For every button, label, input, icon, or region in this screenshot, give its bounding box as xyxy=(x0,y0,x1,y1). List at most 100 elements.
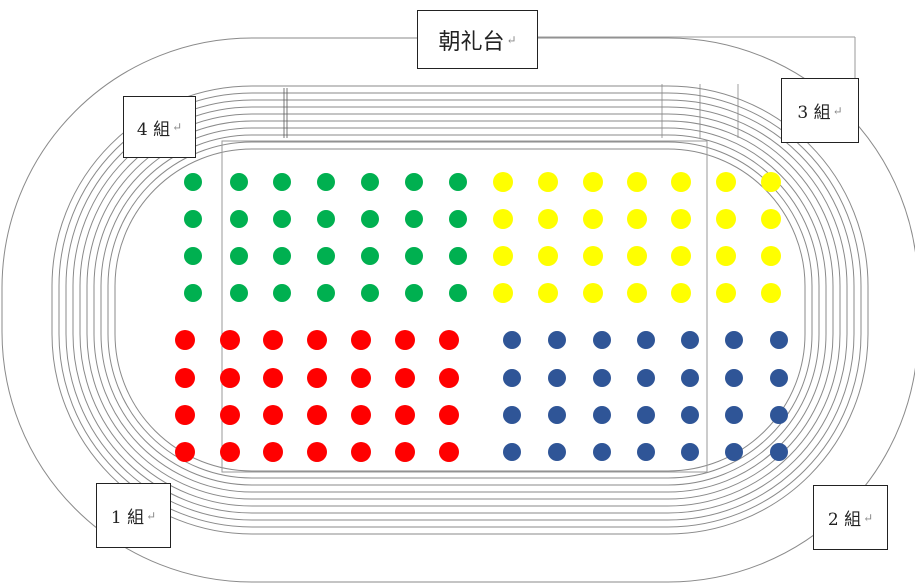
group2-student-dot xyxy=(637,331,655,349)
group4-student-dot xyxy=(405,173,423,191)
group4-student-dot xyxy=(184,247,202,265)
group4-student-dot xyxy=(184,173,202,191)
group1-student-dot xyxy=(395,330,415,350)
group4-student-dot xyxy=(405,210,423,228)
group4-student-dot xyxy=(361,247,379,265)
group4-student-dot xyxy=(449,210,467,228)
group4-student-dot xyxy=(317,247,335,265)
group4-student-dot xyxy=(405,247,423,265)
track-lane-line xyxy=(58,92,862,528)
group2-student-dot xyxy=(637,443,655,461)
group4-student-dot xyxy=(230,284,248,302)
group4-student-dot xyxy=(361,173,379,191)
return-mark-icon: ↵ xyxy=(506,32,517,47)
track-lane-line xyxy=(114,148,806,472)
group2-student-dot xyxy=(725,406,743,424)
group1-student-dot xyxy=(263,368,283,388)
track-lane-line xyxy=(65,99,855,521)
group2-student-dot xyxy=(593,443,611,461)
group3-student-dot xyxy=(493,246,513,266)
group1-student-dot xyxy=(263,442,283,462)
group2-student-dot xyxy=(548,331,566,349)
group4-student-dot xyxy=(273,210,291,228)
group1-student-dot xyxy=(307,330,327,350)
group3-student-dot xyxy=(716,209,736,229)
group2-student-dot xyxy=(548,443,566,461)
group2-student-dot xyxy=(503,406,521,424)
group3-label-box: 3 組↵ xyxy=(781,78,859,143)
group2-student-dot xyxy=(681,406,699,424)
group2-student-dot xyxy=(681,443,699,461)
group3-student-dot xyxy=(761,172,781,192)
group2-student-dot xyxy=(725,443,743,461)
group1-student-dot xyxy=(439,442,459,462)
group1-student-dot xyxy=(439,330,459,350)
group4-student-dot xyxy=(449,173,467,191)
group1-student-dot xyxy=(220,330,240,350)
group3-student-dot xyxy=(493,172,513,192)
group3-student-dot xyxy=(716,172,736,192)
track-lane-line xyxy=(51,85,869,535)
return-mark-icon: ↵ xyxy=(172,120,183,134)
group1-student-dot xyxy=(175,330,195,350)
group1-student-dot xyxy=(395,442,415,462)
students-formation xyxy=(175,172,788,462)
group3-student-dot xyxy=(627,283,647,303)
group1-student-dot xyxy=(175,442,195,462)
group1-student-dot xyxy=(351,330,371,350)
track-outer-boundary xyxy=(1,37,915,583)
group1-student-dot xyxy=(307,368,327,388)
group2-student-dot xyxy=(637,369,655,387)
group3-student-dot xyxy=(627,246,647,266)
track-lane-line xyxy=(79,113,841,507)
group4-student-dot xyxy=(273,247,291,265)
start-line-left xyxy=(283,88,288,138)
group2-student-dot xyxy=(681,369,699,387)
group2-student-dot xyxy=(593,406,611,424)
group3-student-dot xyxy=(583,209,603,229)
stage-label: 朝礼台 xyxy=(438,29,505,55)
group3-student-dot xyxy=(583,283,603,303)
group4-student-dot xyxy=(230,247,248,265)
group2-student-dot xyxy=(770,369,788,387)
group2-label-box: 2 組↵ xyxy=(813,485,888,550)
group3-student-dot xyxy=(671,209,691,229)
group2-student-dot xyxy=(548,369,566,387)
group4-label: 4 組 xyxy=(136,119,171,140)
group3-student-dot xyxy=(538,283,558,303)
group1-student-dot xyxy=(220,405,240,425)
group3-student-dot xyxy=(761,209,781,229)
group3-student-dot xyxy=(583,246,603,266)
group3-student-dot xyxy=(671,283,691,303)
return-mark-icon: ↵ xyxy=(146,508,157,523)
infield-rectangle xyxy=(221,140,708,473)
track-lane-line xyxy=(72,106,848,514)
track-lane-line xyxy=(86,120,834,500)
group4-student-dot xyxy=(449,247,467,265)
group4-student-dot xyxy=(361,284,379,302)
return-mark-icon: ↵ xyxy=(863,510,874,525)
group1-student-dot xyxy=(395,368,415,388)
group1-label: 1 組 xyxy=(110,508,145,528)
stage-label-box: 朝礼台↵ xyxy=(417,10,538,69)
group2-student-dot xyxy=(725,331,743,349)
group2-student-dot xyxy=(770,443,788,461)
group1-student-dot xyxy=(439,405,459,425)
group1-student-dot xyxy=(395,405,415,425)
group4-student-dot xyxy=(230,210,248,228)
group4-student-dot xyxy=(317,210,335,228)
group4-student-dot xyxy=(184,210,202,228)
group3-student-dot xyxy=(583,172,603,192)
group2-student-dot xyxy=(548,406,566,424)
group3-student-dot xyxy=(671,172,691,192)
group3-student-dot xyxy=(716,246,736,266)
group3-student-dot xyxy=(538,246,558,266)
group4-student-dot xyxy=(317,173,335,191)
group2-student-dot xyxy=(637,406,655,424)
group3-student-dot xyxy=(671,246,691,266)
group1-student-dot xyxy=(263,330,283,350)
group3-student-dot xyxy=(627,172,647,192)
group4-student-dot xyxy=(273,173,291,191)
group3-student-dot xyxy=(761,283,781,303)
